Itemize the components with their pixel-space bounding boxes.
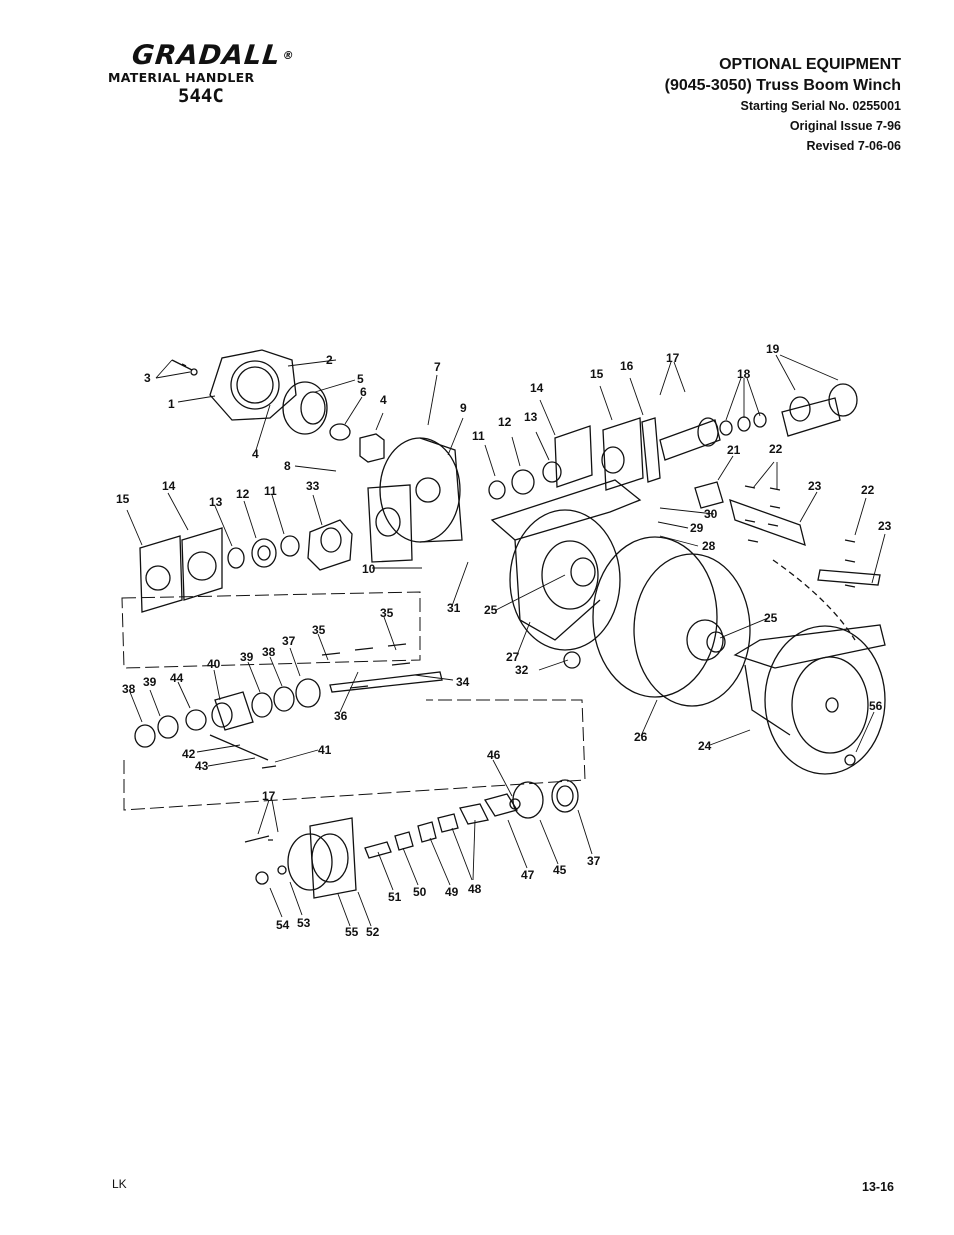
callout-7: 7: [434, 360, 441, 374]
callout-39b: 39: [143, 675, 157, 689]
callout-11b: 11: [264, 484, 277, 498]
right-bearing-stack: [488, 383, 881, 641]
callout-17a: 17: [666, 351, 680, 365]
callout-23a: 23: [808, 479, 822, 493]
callout-15a: 15: [590, 367, 604, 381]
callout-5: 5: [357, 372, 364, 386]
header-subtitle: (9045-3050) Truss Boom Winch: [664, 77, 901, 94]
callout-43: 43: [195, 759, 209, 773]
callout-36: 36: [334, 709, 348, 723]
callout-37b: 37: [587, 854, 601, 868]
callout-31: 31: [447, 601, 461, 615]
callout-40: 40: [207, 657, 221, 671]
callout-44: 44: [170, 671, 184, 685]
callout-13a: 13: [524, 410, 538, 424]
callout-30: 30: [704, 507, 718, 521]
callout-46: 46: [487, 748, 501, 762]
callout-4b: 4: [380, 393, 387, 407]
callout-25a: 25: [484, 603, 498, 617]
callout-33: 33: [306, 479, 320, 493]
page-header: OPTIONAL EQUIPMENT (9045-3050) Truss Boo…: [665, 54, 901, 156]
callout-56: 56: [869, 699, 883, 713]
callout-48: 48: [468, 882, 482, 896]
callout-15b: 15: [116, 492, 130, 506]
callout-26: 26: [634, 730, 648, 744]
header-revised: Revised 7-06-06: [806, 139, 901, 153]
left-bearing-stack: [139, 519, 353, 613]
callout-13b: 13: [209, 495, 223, 509]
shaft-and-seals: [134, 643, 443, 769]
callout-21: 21: [727, 443, 741, 457]
callout-35b: 35: [380, 606, 394, 620]
callout-1: 1: [168, 397, 175, 411]
gear-housing-part: [171, 349, 385, 463]
callout-45: 45: [553, 863, 567, 877]
callout-6: 6: [360, 385, 367, 399]
callout-22b: 22: [861, 483, 875, 497]
housing-9-part: [367, 437, 463, 563]
callout-54: 54: [276, 918, 290, 932]
callout-55: 55: [345, 925, 359, 939]
callout-35a: 35: [312, 623, 326, 637]
callout-18: 18: [737, 367, 751, 381]
callout-4a: 4: [252, 447, 259, 461]
callout-11a: 11: [472, 429, 485, 443]
callout-12a: 12: [498, 415, 512, 429]
callout-8: 8: [284, 459, 291, 473]
callout-10: 10: [362, 562, 376, 576]
callout-38a: 38: [262, 645, 276, 659]
header-issue: Original Issue 7-96: [789, 119, 901, 133]
callout-53: 53: [297, 916, 311, 930]
callout-32: 32: [515, 663, 529, 677]
diagram-artwork: [121, 349, 886, 899]
callout-51: 51: [388, 890, 402, 904]
footer-initials: LK: [112, 1177, 127, 1191]
callout-14b: 14: [162, 479, 176, 493]
callout-29: 29: [690, 521, 704, 535]
callout-42: 42: [182, 747, 196, 761]
leader-lines: [126, 354, 886, 927]
callout-labels: 1 2 3 4 5 6 4 7 8 9 10 11 12 13 14 15 16…: [116, 342, 892, 939]
callout-28: 28: [702, 539, 716, 553]
header-serial: Starting Serial No. 0255001: [740, 99, 902, 113]
callout-12b: 12: [236, 487, 250, 501]
callout-50: 50: [413, 885, 427, 899]
callout-52: 52: [366, 925, 380, 939]
callout-49: 49: [445, 885, 459, 899]
logo-subtitle: MATERIAL HANDLER: [108, 70, 255, 85]
group-boundary-upper: [121, 591, 421, 669]
winch-drum-assembly: [490, 479, 886, 775]
callout-39a: 39: [240, 650, 254, 664]
callout-3: 3: [144, 371, 151, 385]
logo-model: 544C: [178, 85, 224, 107]
callout-41: 41: [318, 743, 332, 757]
callout-24: 24: [698, 739, 712, 753]
page-number: 13-16: [862, 1180, 894, 1194]
bottom-motor-assembly: [244, 754, 856, 899]
header-title: OPTIONAL EQUIPMENT: [719, 56, 901, 73]
callout-16: 16: [620, 359, 634, 373]
callout-2: 2: [326, 353, 333, 367]
callout-23b: 23: [878, 519, 892, 533]
callout-9: 9: [460, 401, 467, 415]
callout-19: 19: [766, 342, 780, 356]
callout-38b: 38: [122, 682, 136, 696]
gradall-logo: GRADALL® MATERIAL HANDLER 544C: [108, 40, 308, 107]
callout-27: 27: [506, 650, 520, 664]
callout-14a: 14: [530, 381, 544, 395]
callout-17b: 17: [262, 789, 276, 803]
callout-47: 47: [521, 868, 535, 882]
callout-25b: 25: [764, 611, 778, 625]
callout-37a: 37: [282, 634, 296, 648]
callout-22a: 22: [769, 442, 783, 456]
callout-34: 34: [456, 675, 470, 689]
